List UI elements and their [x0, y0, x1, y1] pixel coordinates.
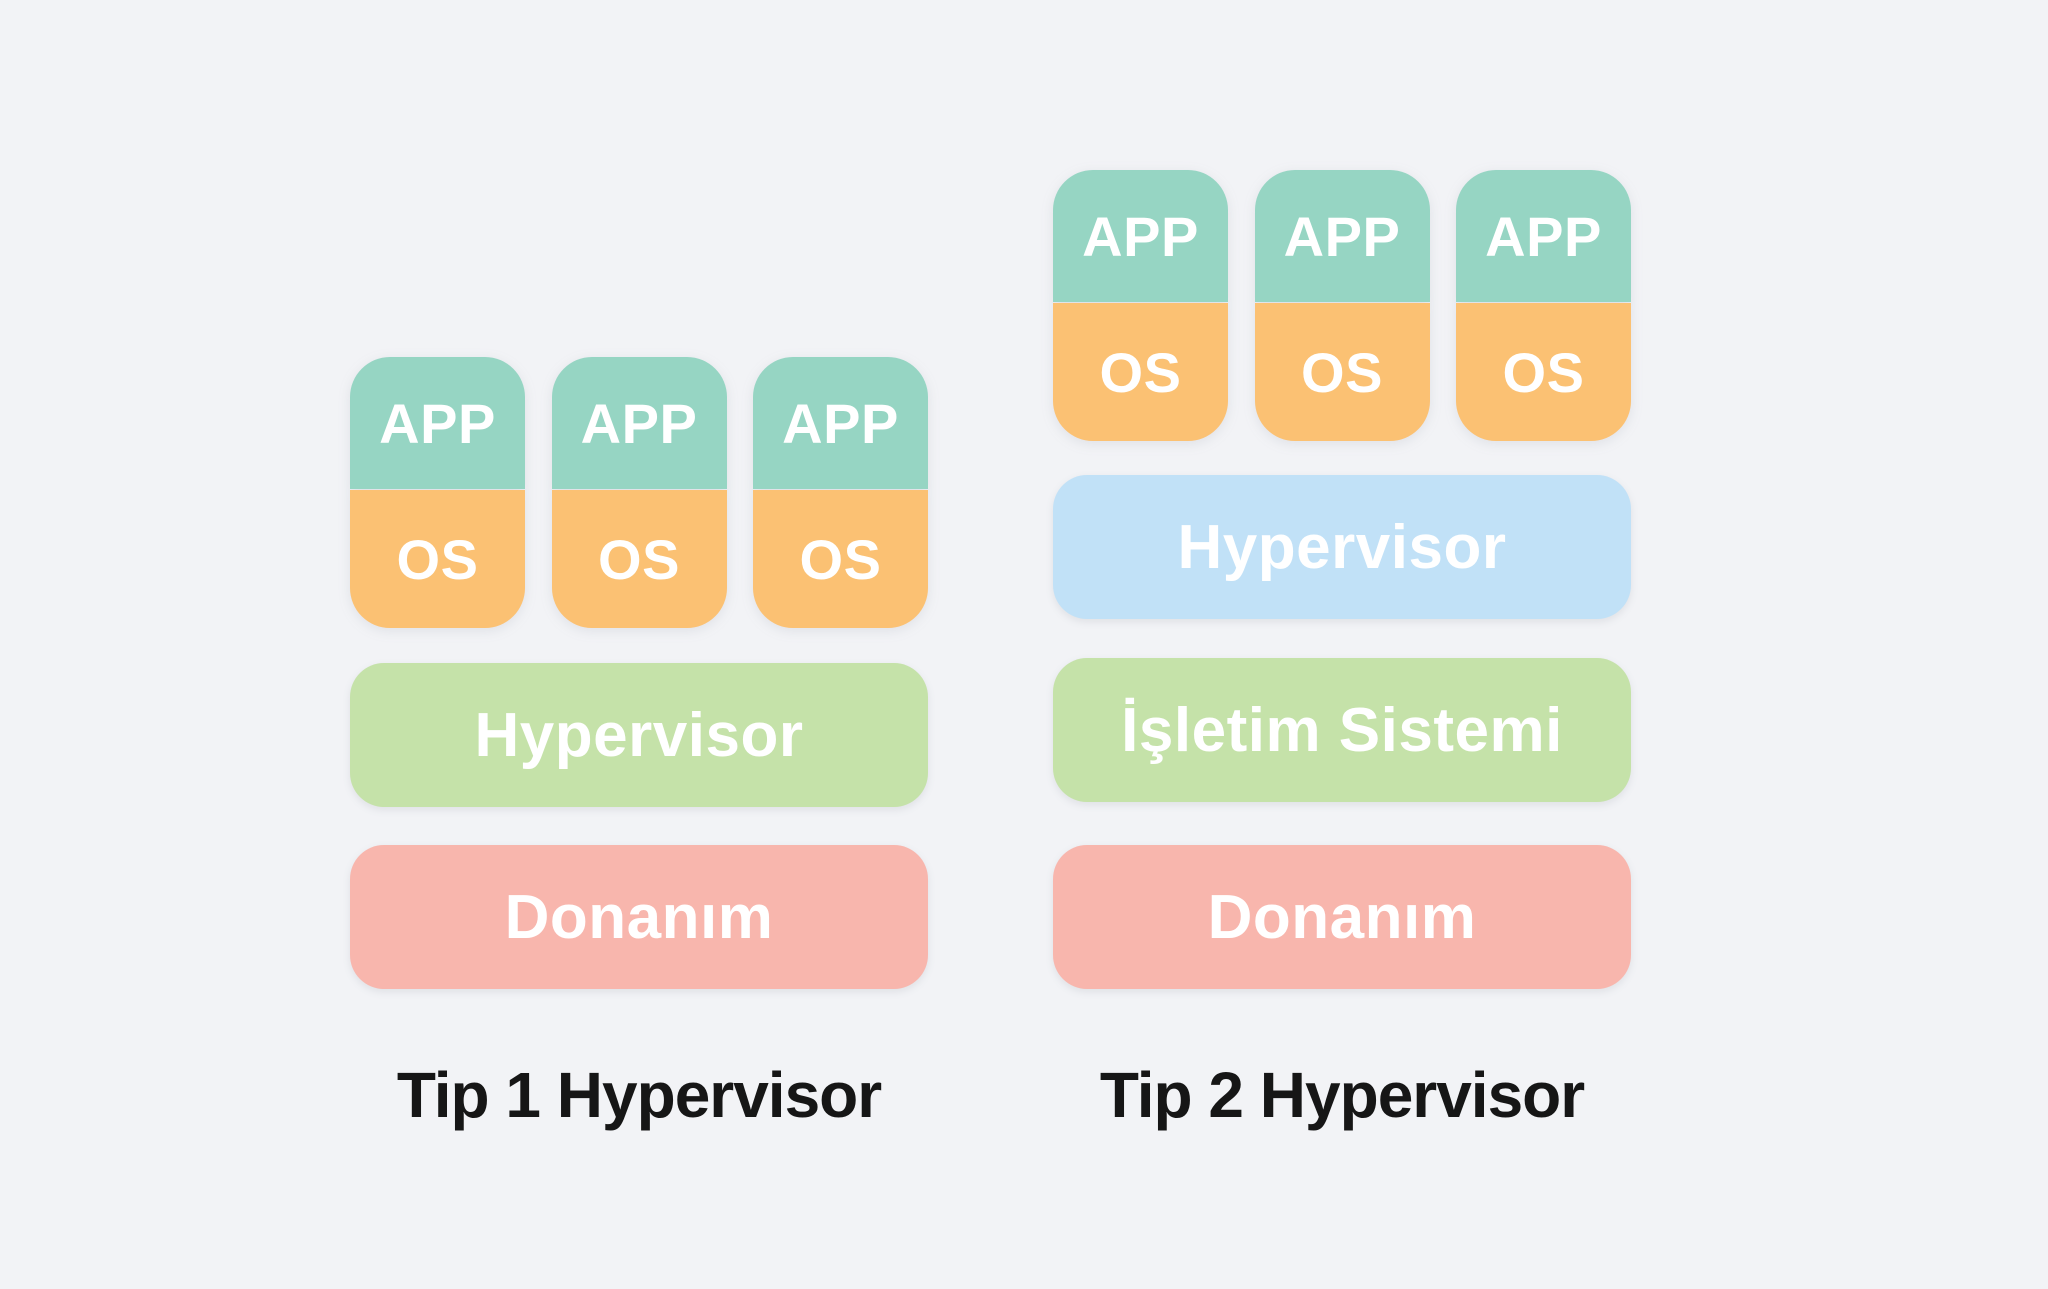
tip1-diagram-title: Tip 1 Hypervisor [396, 1059, 882, 1131]
vm-stack: APP OS [350, 357, 525, 628]
hardware-layer: Donanım [1053, 845, 1631, 989]
tip2-hypervisor-diagram: APP OS APP OS APP OS Hypervisor İşletim … [1053, 0, 1631, 1289]
app-block: APP [1053, 170, 1228, 302]
vm-stack: APP OS [1456, 170, 1631, 441]
app-block: APP [753, 357, 928, 489]
os-block: OS [1053, 303, 1228, 441]
tip2-vm-row: APP OS APP OS APP OS [1053, 170, 1631, 441]
tip2-diagram-title: Tip 2 Hypervisor [1099, 1059, 1585, 1131]
app-block: APP [551, 357, 727, 489]
app-block: APP [350, 357, 525, 489]
host-os-layer: İşletim Sistemi [1053, 658, 1631, 802]
app-block: APP [1254, 170, 1430, 302]
os-block: OS [753, 490, 928, 628]
vm-stack: APP OS [551, 357, 727, 628]
vm-stack: APP OS [1053, 170, 1228, 441]
hardware-layer: Donanım [350, 845, 928, 989]
vm-stack: APP OS [1254, 170, 1430, 441]
os-block: OS [350, 490, 525, 628]
os-block: OS [551, 490, 727, 628]
tip1-hypervisor-diagram: APP OS APP OS APP OS Hypervisor Donanım … [350, 0, 928, 1289]
app-block: APP [1456, 170, 1631, 302]
hypervisor-layer: Hypervisor [1053, 475, 1631, 619]
hypervisor-layer: Hypervisor [350, 663, 928, 807]
os-block: OS [1456, 303, 1631, 441]
tip1-vm-row: APP OS APP OS APP OS [350, 357, 928, 628]
os-block: OS [1254, 303, 1430, 441]
vm-stack: APP OS [753, 357, 928, 628]
